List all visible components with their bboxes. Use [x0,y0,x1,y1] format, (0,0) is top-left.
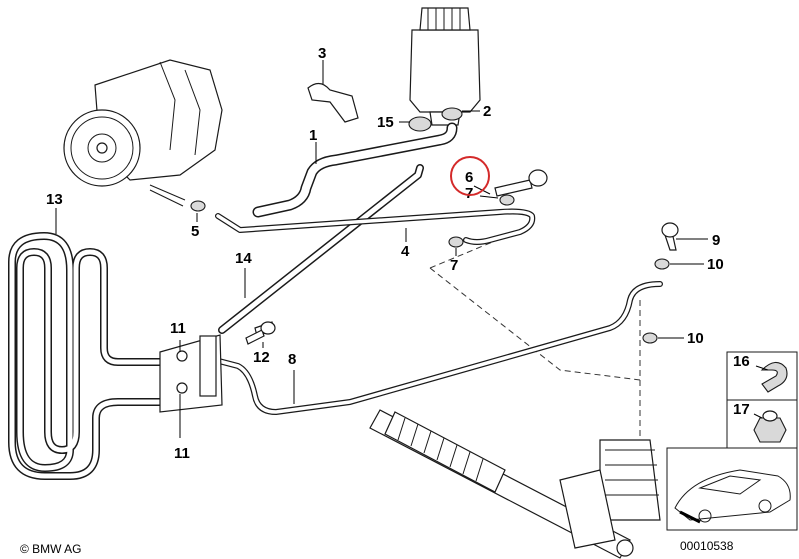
seal-ring-5 [190,200,206,212]
callout-14: 14 [235,250,252,267]
callout-3: 3 [318,45,326,62]
hose-1 [252,122,458,218]
seal-ring-7-lower [448,236,464,248]
highlight-ring [450,156,490,196]
callout-2: 2 [483,103,491,120]
seal-ring-10-lower [642,332,658,344]
pipe-14 [218,164,424,334]
leader-lines [55,60,769,438]
callout-10-lower: 10 [687,330,704,347]
callout-11-upper: 11 [170,320,186,337]
clip-16-icon [760,361,788,393]
cooling-coil [8,232,164,480]
banjo-bolt-6 [494,169,548,197]
callout-7-lower: 7 [450,257,458,274]
legend-panel [666,351,798,531]
callout-16: 16 [733,353,750,370]
callout-15: 15 [377,114,394,131]
callout-4: 4 [401,243,410,260]
power-steering-pump [63,59,223,207]
car-location-icon [674,469,791,524]
diagram-number: 00010538 [680,539,734,553]
pipe-8 [212,281,663,415]
steering-gear [369,409,661,559]
banjo-bolt-9 [661,222,679,251]
callout-1: 1 [309,127,317,144]
callout-13: 13 [46,191,63,208]
callout-5: 5 [191,223,199,240]
callout-11-lower: 11 [174,445,190,462]
callout-8: 8 [288,351,296,368]
fluid-reservoir [409,7,481,126]
callout-labels: 1 2 3 4 5 6 7 7 8 9 10 10 11 11 12 13 14… [46,45,750,462]
callout-7-upper: 7 [465,185,473,202]
callout-12: 12 [253,349,270,366]
seal-ring-10-upper [654,258,670,270]
callout-9: 9 [712,232,720,249]
callout-17: 17 [733,401,750,418]
hose-clamp-15 [408,116,432,132]
copyright-text: © BMW AG [20,542,82,556]
hose-clamp-2 [441,107,463,121]
pipe-4 [215,208,536,245]
callout-10-upper: 10 [707,256,724,273]
bolt-12 [245,321,276,345]
clamp-3 [307,82,359,123]
seal-ring-7-upper [499,194,515,206]
nut-17-icon [753,410,787,443]
callout-6: 6 [465,169,473,186]
